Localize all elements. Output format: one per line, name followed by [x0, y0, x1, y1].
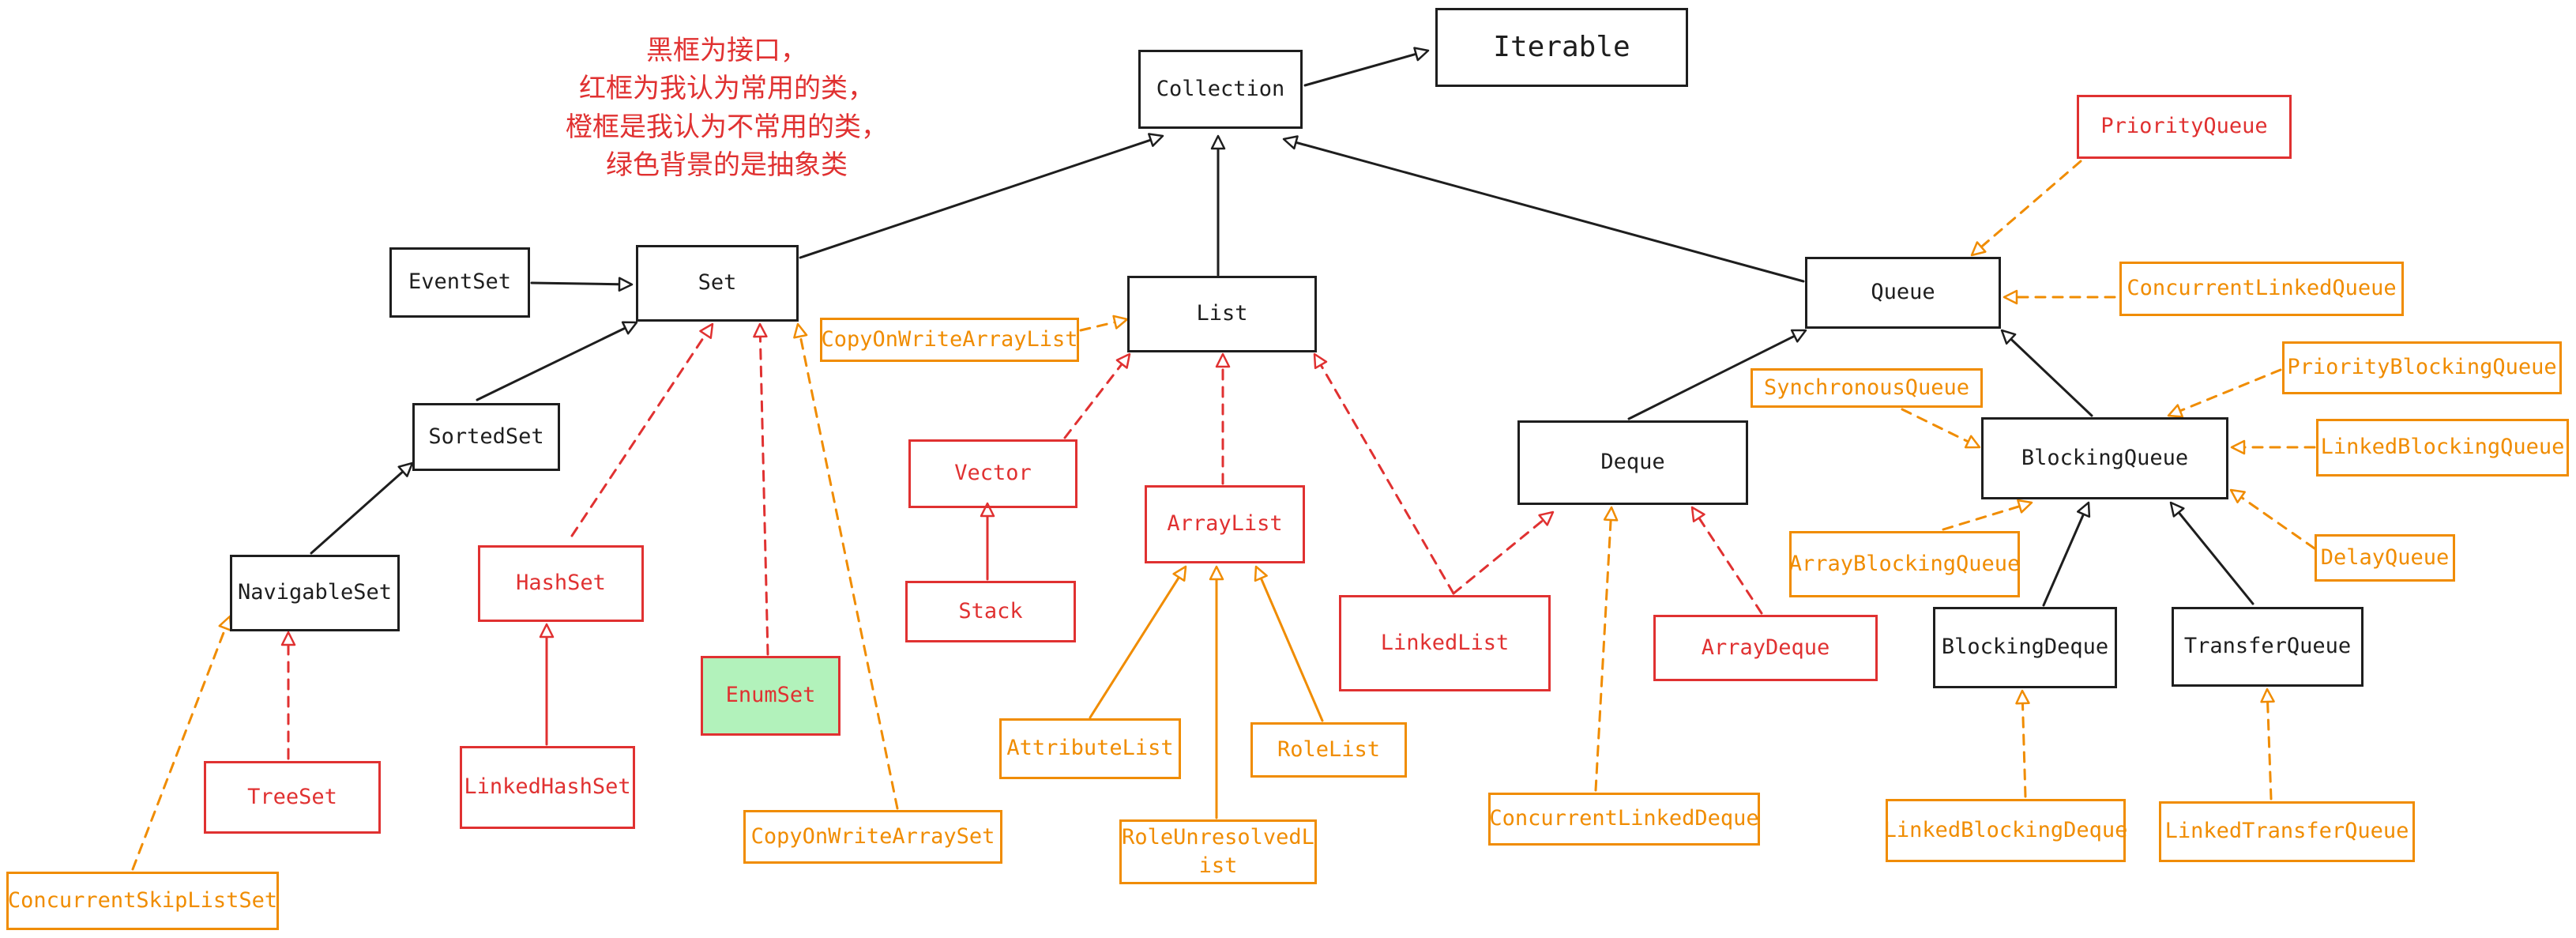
- edge-vector-to-list: [1063, 352, 1131, 439]
- node-blockingqueue[interactable]: BlockingQueue: [1981, 417, 2228, 499]
- edge-enumset-to-set: [753, 322, 769, 656]
- edge-sortedset-to-set: [476, 321, 638, 401]
- edge-linkedblockingqueue-to-blockingqueue: [2230, 439, 2316, 455]
- node-priorityqueue[interactable]: PriorityQueue: [2077, 95, 2292, 159]
- edge-linkedlist-to-deque: [1452, 510, 1555, 595]
- node-list[interactable]: List: [1127, 276, 1317, 352]
- node-delayqueue[interactable]: DelayQueue: [2315, 534, 2455, 582]
- edge-concurrentlinkeddeque-to-deque: [1594, 506, 1619, 792]
- node-synchronousqueue[interactable]: SynchronousQueue: [1751, 368, 1983, 408]
- edge-queue-to-collection: [1282, 135, 1805, 283]
- edge-collection-to-iterable: [1303, 47, 1430, 87]
- node-concurrentlinkedqueue[interactable]: ConcurrentLinkedQueue: [2119, 262, 2404, 316]
- node-deque[interactable]: Deque: [1517, 420, 1748, 505]
- node-blockingdeque[interactable]: BlockingDeque: [1933, 607, 2117, 688]
- edge-linkedlist-to-list: [1313, 352, 1455, 595]
- node-linkedhashset[interactable]: LinkedHashSet: [460, 746, 635, 829]
- node-stack[interactable]: Stack: [905, 581, 1076, 642]
- edge-delayqueue-to-blockingqueue: [2229, 488, 2316, 550]
- node-arrayblockingqueue[interactable]: ArrayBlockingQueue: [1789, 531, 2020, 597]
- node-treeset[interactable]: TreeSet: [204, 761, 381, 834]
- edge-priorityblockingqueue-to-blockingqueue: [2167, 368, 2282, 418]
- edge-rolelist-to-arraylist: [1254, 565, 1324, 722]
- node-roleunresolvedlist[interactable]: RoleUnresolvedL ist: [1119, 819, 1317, 884]
- node-queue[interactable]: Queue: [1805, 257, 2001, 329]
- edge-attributelist-to-arraylist: [1089, 565, 1187, 719]
- node-linkedblockingdeque[interactable]: LinkedBlockingDeque: [1884, 799, 2127, 862]
- edge-hashset-to-set: [570, 322, 714, 537]
- edge-priorityqueue-to-queue: [1970, 160, 2082, 257]
- legend-note: 黑框为接口， 红框为我认为常用的类， 橙框是我认为不常用的类， 绿色背景的是抽象…: [506, 32, 948, 184]
- node-linkedlist[interactable]: LinkedList: [1339, 595, 1551, 691]
- edge-treeset-to-navigableset: [280, 631, 296, 760]
- edge-navigableset-to-sortedset: [310, 461, 414, 555]
- edge-linkedtransferqueue-to-transferqueue: [2260, 687, 2275, 801]
- node-concurrentlinkeddeque[interactable]: ConcurrentLinkedDeque: [1488, 793, 1760, 846]
- node-navigableset[interactable]: NavigableSet: [230, 555, 400, 631]
- edge-list-to-collection: [1210, 134, 1226, 277]
- node-set[interactable]: Set: [636, 245, 799, 322]
- edge-concurrentlinkedqueue-to-queue: [2003, 289, 2116, 305]
- edge-blockingdeque-to-blockingqueue: [2042, 501, 2091, 607]
- node-linkedtransferqueue[interactable]: LinkedTransferQueue: [2159, 801, 2415, 862]
- node-collection[interactable]: Collection: [1138, 50, 1303, 129]
- node-concurrentskiplistset[interactable]: ConcurrentSkipListSet: [6, 872, 279, 930]
- edge-linkedhashset-to-hashset: [539, 623, 555, 746]
- node-priorityblockingqueue[interactable]: PriorityBlockingQueue: [2282, 341, 2562, 394]
- node-eventset[interactable]: EventSet: [389, 247, 530, 318]
- edge-roleunresolvedlist-to-arraylist: [1209, 565, 1224, 819]
- edge-eventset-to-set: [530, 277, 634, 292]
- node-iterable[interactable]: Iterable: [1435, 8, 1688, 87]
- node-hashset[interactable]: HashSet: [478, 545, 644, 622]
- edge-stack-to-vector: [980, 502, 995, 581]
- legend-line-common: 红框为我认为常用的类，: [579, 73, 874, 105]
- node-attributelist[interactable]: AttributeList: [999, 718, 1181, 779]
- node-copyonwritearrayset[interactable]: CopyOnWriteArraySet: [743, 810, 1002, 864]
- legend-line-abstract: 绿色背景的是抽象类: [606, 149, 848, 181]
- node-copyonwritearraylist[interactable]: CopyOnWriteArrayList: [820, 318, 1079, 362]
- edge-arraydeque-to-deque: [1690, 506, 1763, 615]
- node-transferqueue[interactable]: TransferQueue: [2172, 607, 2364, 687]
- node-enumset[interactable]: EnumSet: [701, 656, 840, 736]
- edge-synchronousqueue-to-blockingqueue: [1901, 408, 1981, 449]
- edge-arrayblockingqueue-to-blockingqueue: [1942, 499, 2033, 531]
- edge-deque-to-queue: [1627, 329, 1807, 420]
- edge-copyonwritearrayset-to-set: [793, 322, 899, 810]
- node-vector[interactable]: Vector: [908, 439, 1077, 508]
- edge-copyonwritearraylist-to-list: [1079, 315, 1129, 332]
- node-arraylist[interactable]: ArrayList: [1145, 485, 1305, 563]
- node-linkedblockingqueue[interactable]: LinkedBlockingQueue: [2316, 419, 2569, 477]
- node-arraydeque[interactable]: ArrayDeque: [1653, 615, 1878, 681]
- node-sortedset[interactable]: SortedSet: [412, 403, 560, 471]
- edge-linkedblockingdeque-to-blockingdeque: [2015, 689, 2030, 798]
- node-rolelist[interactable]: RoleList: [1250, 722, 1407, 778]
- legend-line-interface: 黑框为接口，: [646, 35, 807, 66]
- edge-blockingqueue-to-queue: [2000, 329, 2093, 417]
- edge-transferqueue-to-blockingqueue: [2169, 501, 2254, 605]
- legend-line-rare: 橙框是我认为不常用的类，: [566, 111, 888, 143]
- edge-set-to-collection: [799, 133, 1164, 259]
- edge-arraylist-to-list: [1215, 352, 1231, 485]
